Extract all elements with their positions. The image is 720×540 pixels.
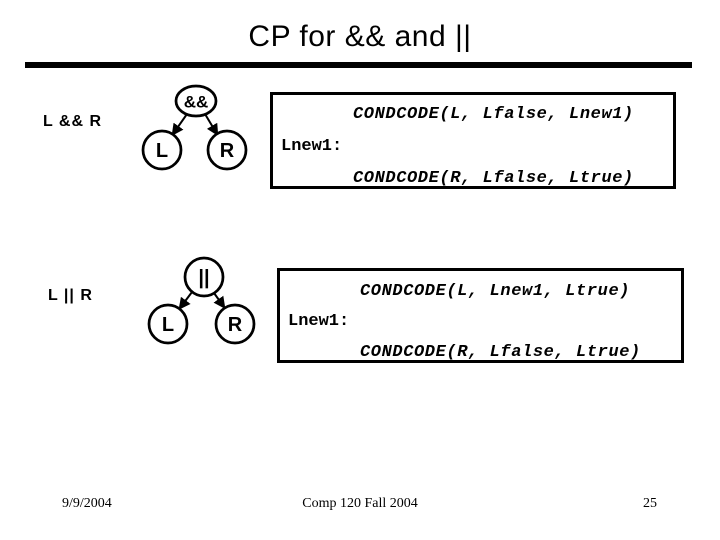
and-root-label: && [184, 93, 209, 112]
or-root-label: || [198, 267, 209, 289]
or-right-node [214, 303, 256, 345]
or-code-box: CONDCODE(L, Lnew1, Ltrue) Lnew1: CONDCOD… [277, 268, 684, 363]
and-edge-right [204, 113, 219, 137]
slide-number: 25 [643, 496, 657, 511]
and-right-label: R [220, 140, 235, 162]
and-root-node [174, 84, 218, 118]
or-right-label: R [228, 314, 243, 336]
expression-label-or: L || R [48, 287, 93, 304]
and-condcode-line-1: CONDCODE(L, Lfalse, Lnew1) [353, 105, 634, 124]
and-right-node [206, 129, 248, 171]
footer-date: 9/9/2004 [62, 496, 112, 511]
and-left-node [141, 129, 183, 171]
or-left-node [147, 303, 189, 345]
title-underline [25, 62, 692, 68]
or-condcode-line-2: CONDCODE(R, Lfalse, Ltrue) [360, 343, 641, 362]
and-condcode-line-2: CONDCODE(R, Lfalse, Ltrue) [353, 169, 634, 188]
slide-title: CP for && and || [248, 20, 472, 53]
and-edge-left [171, 113, 188, 136]
or-tree: || L R [147, 256, 256, 345]
or-branch-label: Lnew1: [288, 312, 350, 331]
and-code-box: CONDCODE(L, Lfalse, Lnew1) Lnew1: CONDCO… [270, 92, 676, 189]
or-left-label: L [162, 314, 174, 336]
or-edge-right [213, 292, 226, 309]
or-edge-left [178, 291, 193, 310]
or-condcode-line-1: CONDCODE(L, Lnew1, Ltrue) [360, 282, 631, 301]
and-left-label: L [156, 140, 168, 162]
and-tree: && L R [141, 84, 248, 171]
or-root-node [183, 256, 225, 298]
and-branch-label: Lnew1: [281, 137, 343, 156]
footer-course: Comp 120 Fall 2004 [302, 496, 418, 511]
expression-label-and: L && R [43, 113, 103, 130]
